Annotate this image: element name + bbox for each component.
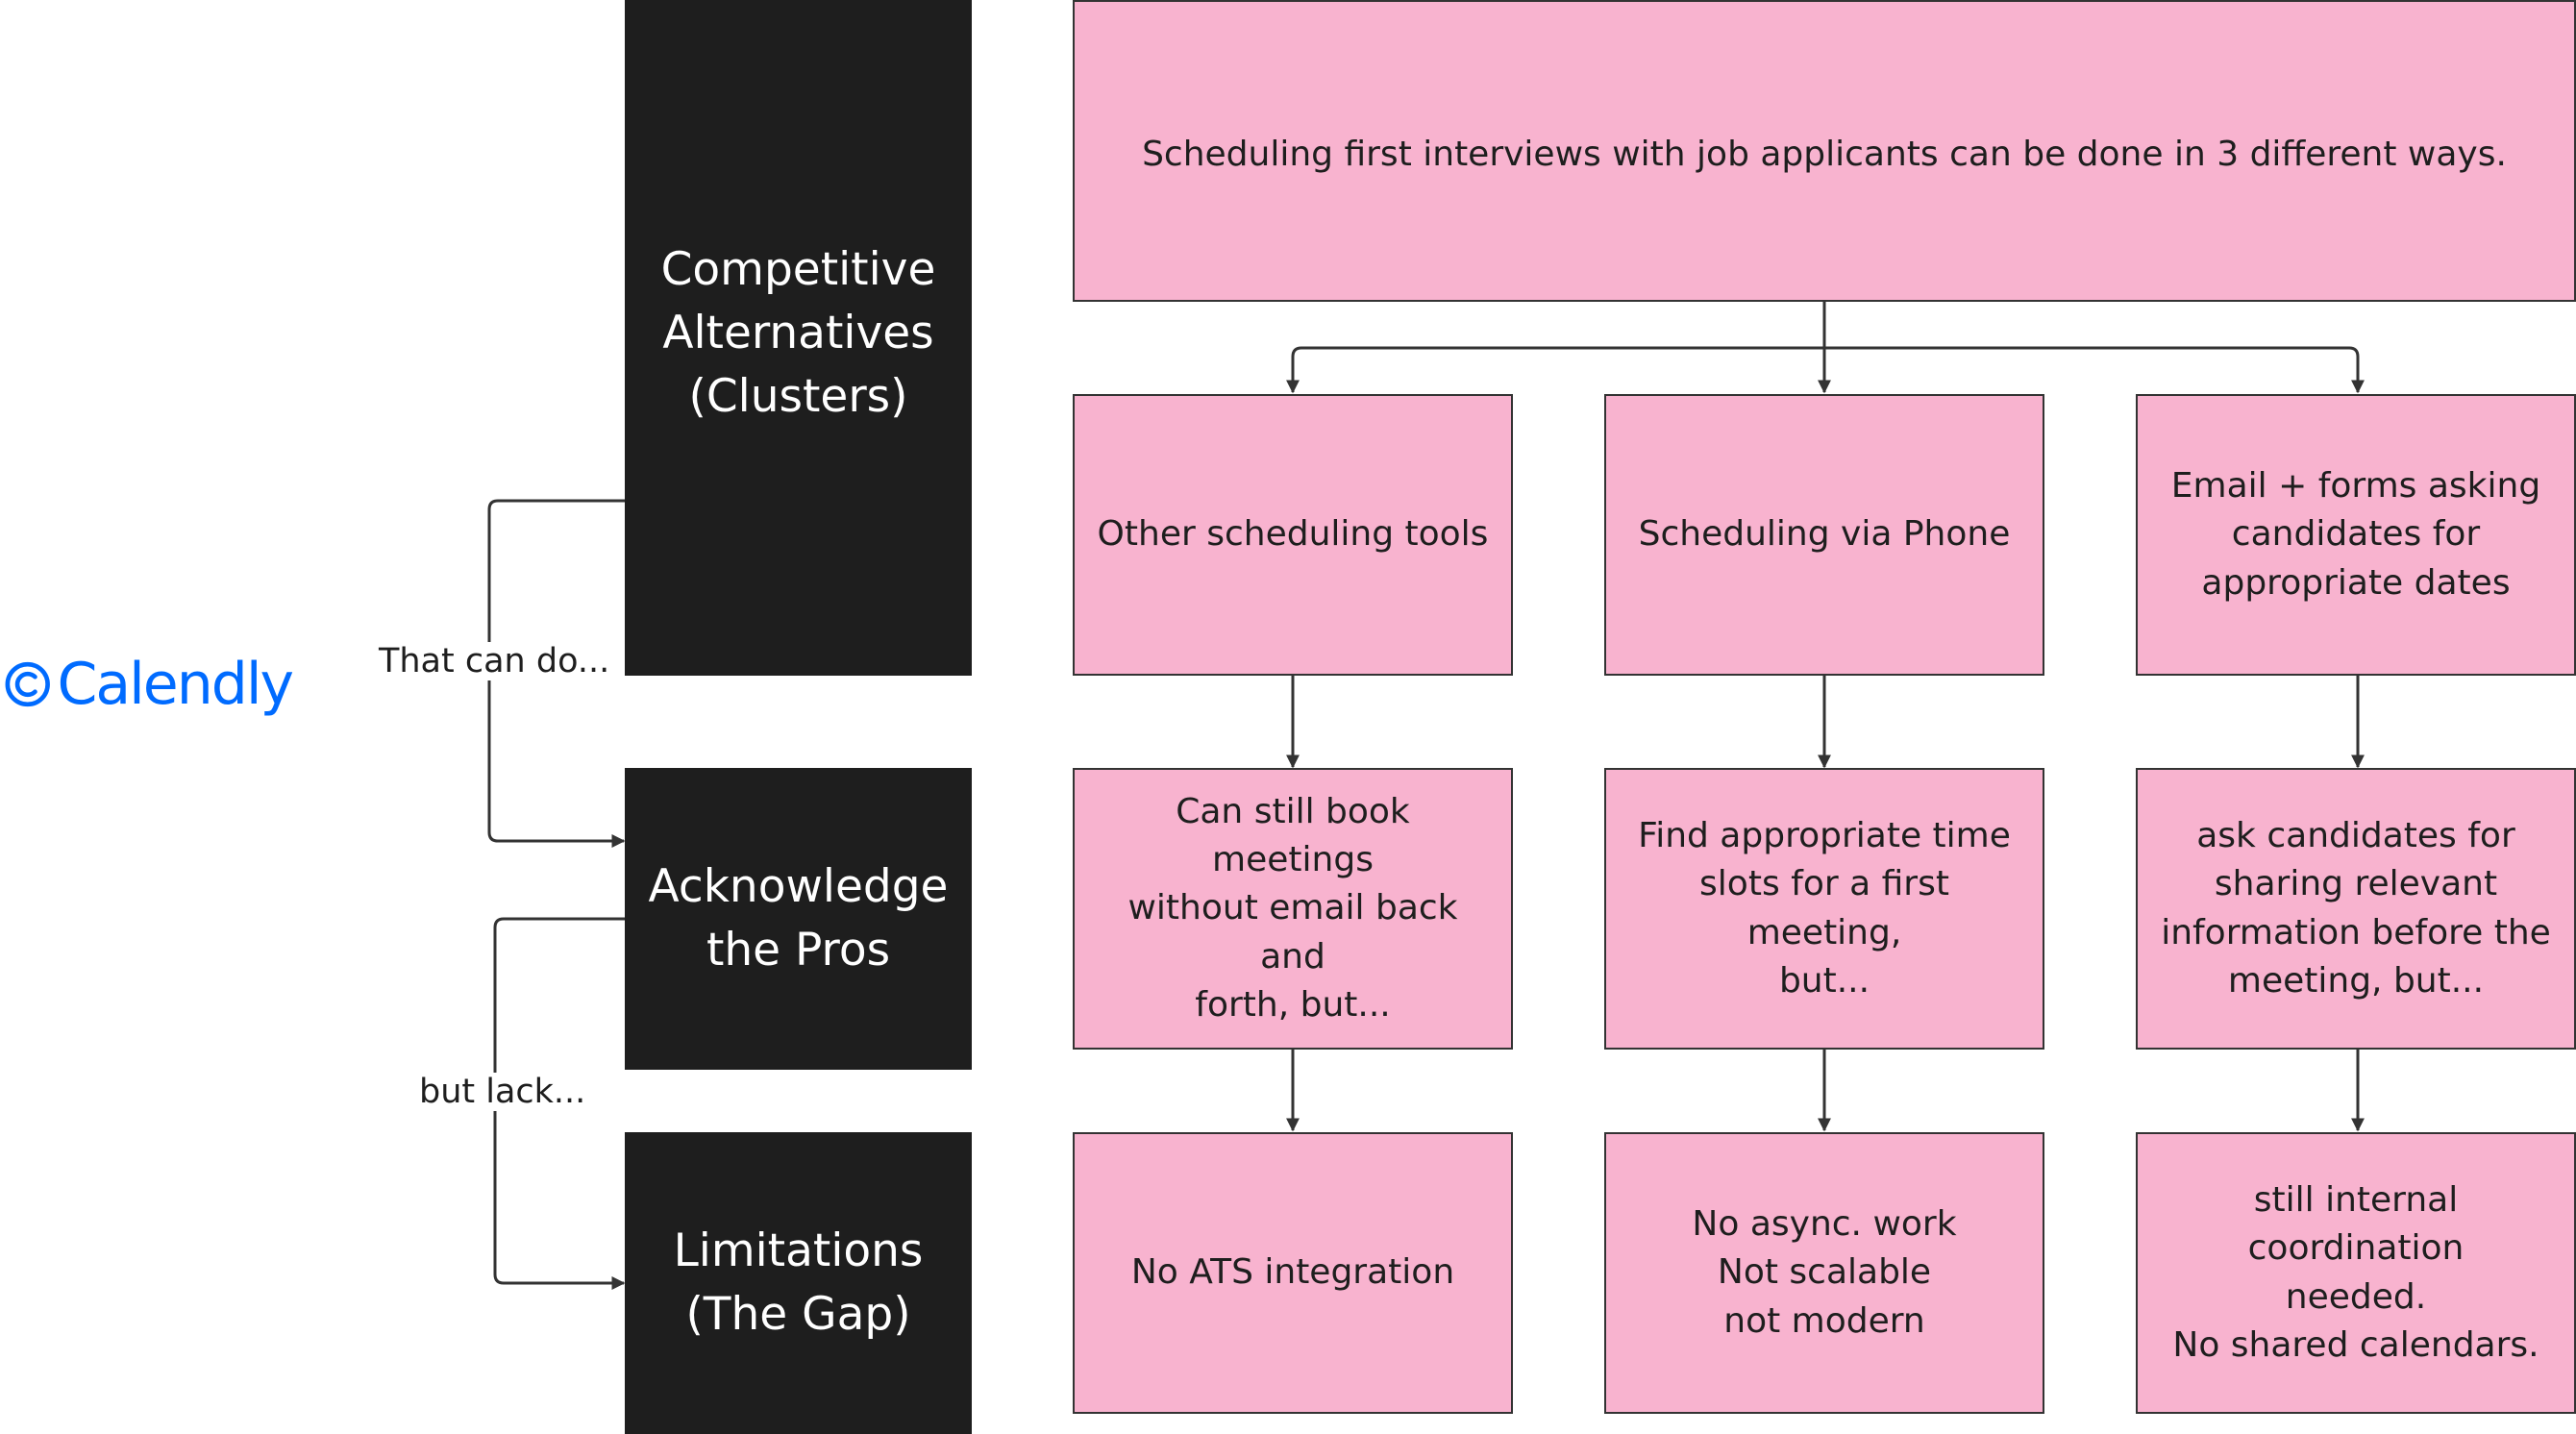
row-competitive-alternatives: Competitive Alternatives (Clusters)	[625, 0, 972, 676]
limitation-phone: No async. work Not scalable not modern	[1604, 1132, 2044, 1414]
alternative-email-forms: Email + forms asking candidates for appr…	[2136, 394, 2576, 676]
logo-text: Calendly	[57, 651, 294, 718]
calendly-logo: Calendly	[4, 646, 294, 723]
limitation-email-forms: still internal coordination needed. No s…	[2136, 1132, 2576, 1414]
label-that-can-do: That can do...	[375, 642, 614, 680]
row-acknowledge-pros: Acknowledge the Pros	[625, 768, 972, 1070]
alternative-other-tools: Other scheduling tools	[1073, 394, 1513, 676]
row-limitations: Limitations (The Gap)	[625, 1132, 972, 1434]
calendly-c-icon	[5, 661, 50, 707]
header-box: Scheduling first interviews with job app…	[1073, 0, 2576, 302]
limitation-other-tools: No ATS integration	[1073, 1132, 1513, 1414]
label-but-lack: but lack...	[415, 1073, 590, 1111]
alternative-phone: Scheduling via Phone	[1604, 394, 2044, 676]
pro-phone: Find appropriate time slots for a first …	[1604, 768, 2044, 1050]
pro-other-tools: Can still book meetings without email ba…	[1073, 768, 1513, 1050]
pro-email-forms: ask candidates for sharing relevant info…	[2136, 768, 2576, 1050]
